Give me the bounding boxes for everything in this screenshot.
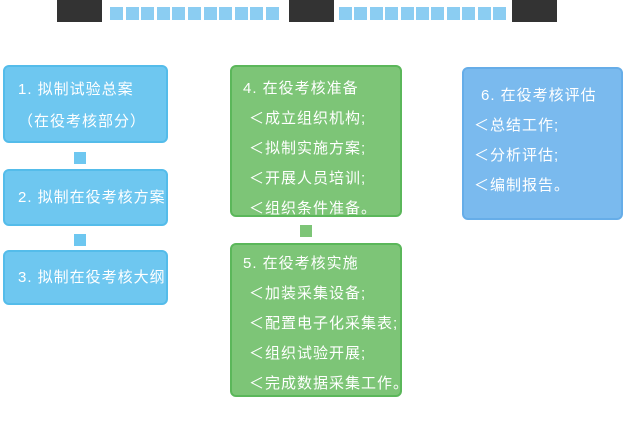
step-6-title: 6. 在役考核评估 xyxy=(481,87,597,104)
step-3-label: 3. 拟制在役考核大纲 xyxy=(18,268,166,286)
connector-square xyxy=(74,234,86,246)
step-2-box: 2. 拟制在役考核方案 xyxy=(3,169,168,226)
top-bar-square xyxy=(415,7,429,20)
connector-square xyxy=(74,152,86,164)
step-1-line-2: （在役考核部分） xyxy=(18,113,147,130)
top-bar-square xyxy=(369,7,383,20)
top-bar-square xyxy=(125,7,139,20)
top-bar-square xyxy=(219,7,233,20)
step-6-item: ＜分析评估; xyxy=(474,147,560,164)
top-bar-square xyxy=(172,7,186,20)
top-bar-dark-block xyxy=(512,0,557,22)
step-1-line-1: 1. 拟制试验总案 xyxy=(18,81,134,98)
top-bar-square xyxy=(462,7,476,20)
top-bar-square xyxy=(250,7,264,20)
step-5-item: ＜加装采集设备; xyxy=(249,285,367,302)
top-bar-square-group xyxy=(110,7,279,20)
step-6-box: 6. 在役考核评估 ＜总结工作; ＜分析评估; ＜编制报告。 xyxy=(462,67,623,220)
top-bar-square xyxy=(110,7,123,20)
step-4-item: ＜成立组织机构; xyxy=(249,110,367,127)
step-4-title: 4. 在役考核准备 xyxy=(243,80,359,97)
step-1-box: 1. 拟制试验总案 （在役考核部分） xyxy=(3,65,168,143)
step-2-label: 2. 拟制在役考核方案 xyxy=(18,188,166,206)
top-bar-square xyxy=(431,7,445,20)
top-bar-square xyxy=(141,7,155,20)
top-bar-square xyxy=(492,7,506,20)
step-5-box: 5. 在役考核实施 ＜加装采集设备; ＜配置电子化采集表; ＜组织试验开展; ＜… xyxy=(230,243,410,397)
top-bar-square xyxy=(203,7,217,20)
top-bar-square xyxy=(187,7,201,20)
step-4-item: ＜拟制实施方案; xyxy=(249,140,367,157)
connector-square xyxy=(300,225,312,237)
top-bar-square xyxy=(385,7,399,20)
step-3-box: 3. 拟制在役考核大纲 xyxy=(3,250,168,305)
top-bar-square xyxy=(339,7,352,20)
step-4-box: 4. 在役考核准备 ＜成立组织机构; ＜拟制实施方案; ＜开展人员培训; ＜组织… xyxy=(230,65,402,217)
top-bar-square xyxy=(400,7,414,20)
top-bar-square xyxy=(477,7,491,20)
top-bar-square xyxy=(446,7,460,20)
top-bar-square xyxy=(234,7,248,20)
step-5-title: 5. 在役考核实施 xyxy=(243,255,359,272)
step-4-item: ＜开展人员培训; xyxy=(249,170,367,187)
step-6-item: ＜编制报告。 xyxy=(474,177,571,194)
step-6-item: ＜总结工作; xyxy=(474,117,560,134)
step-5-item: ＜完成数据采集工作。 xyxy=(249,375,410,392)
top-bar-square xyxy=(265,7,279,20)
top-bar-square-group xyxy=(339,7,506,20)
top-bar-dark-block xyxy=(57,0,102,22)
step-5-item: ＜配置电子化采集表; xyxy=(249,315,399,332)
top-bar-dark-block xyxy=(289,0,334,22)
step-4-item: ＜组织条件准备。 xyxy=(249,200,378,217)
top-bar-square xyxy=(354,7,368,20)
step-5-item: ＜组织试验开展; xyxy=(249,345,367,362)
top-bar-square xyxy=(156,7,170,20)
